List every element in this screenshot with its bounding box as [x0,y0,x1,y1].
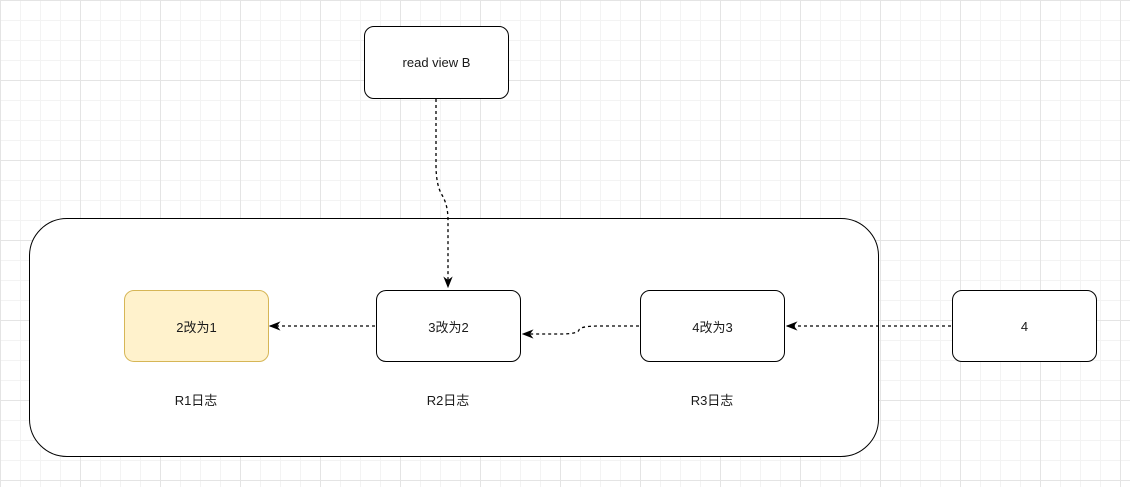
read-view-node[interactable]: read view B [364,26,509,99]
r2-log-node[interactable]: 3改为2 [376,290,521,362]
edge-readview-to-r2 [435,99,453,289]
r3-log-node[interactable]: 4改为3 [640,290,785,362]
r2-log-node-label: 3改为2 [428,319,469,335]
r2-log-caption: R2日志 [426,393,470,408]
read-view-label: read view B [402,55,471,70]
r1-log-caption: R1日志 [174,393,218,408]
r1-log-node-label: 2改为1 [176,319,217,335]
r1-log-node[interactable]: 2改为1 [124,290,269,362]
edge-r3-to-r2 [521,325,639,339]
current-value-node[interactable]: 4 [952,290,1097,362]
current-value-label: 4 [1020,318,1029,334]
r3-log-caption: R3日志 [690,393,734,408]
r3-log-node-label: 4改为3 [692,319,733,335]
